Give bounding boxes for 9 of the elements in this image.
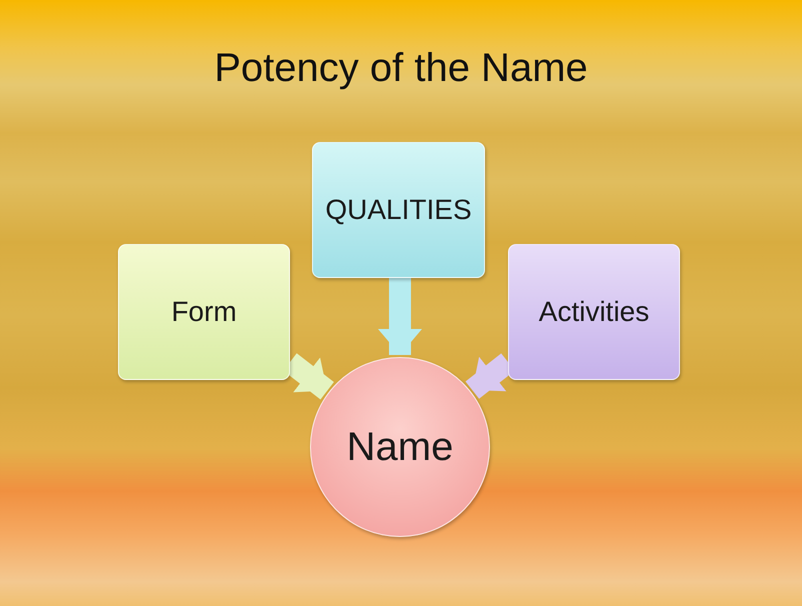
title: Potency of the Name bbox=[213, 46, 589, 91]
node-label: QUALITIES bbox=[325, 194, 472, 226]
block-arrow bbox=[378, 278, 422, 355]
process-box bbox=[508, 244, 680, 380]
node-label: Activities bbox=[538, 296, 650, 328]
node-label: Form bbox=[171, 296, 237, 328]
node-label: Name bbox=[346, 424, 454, 470]
process-box bbox=[118, 244, 290, 380]
process-box bbox=[312, 142, 485, 278]
